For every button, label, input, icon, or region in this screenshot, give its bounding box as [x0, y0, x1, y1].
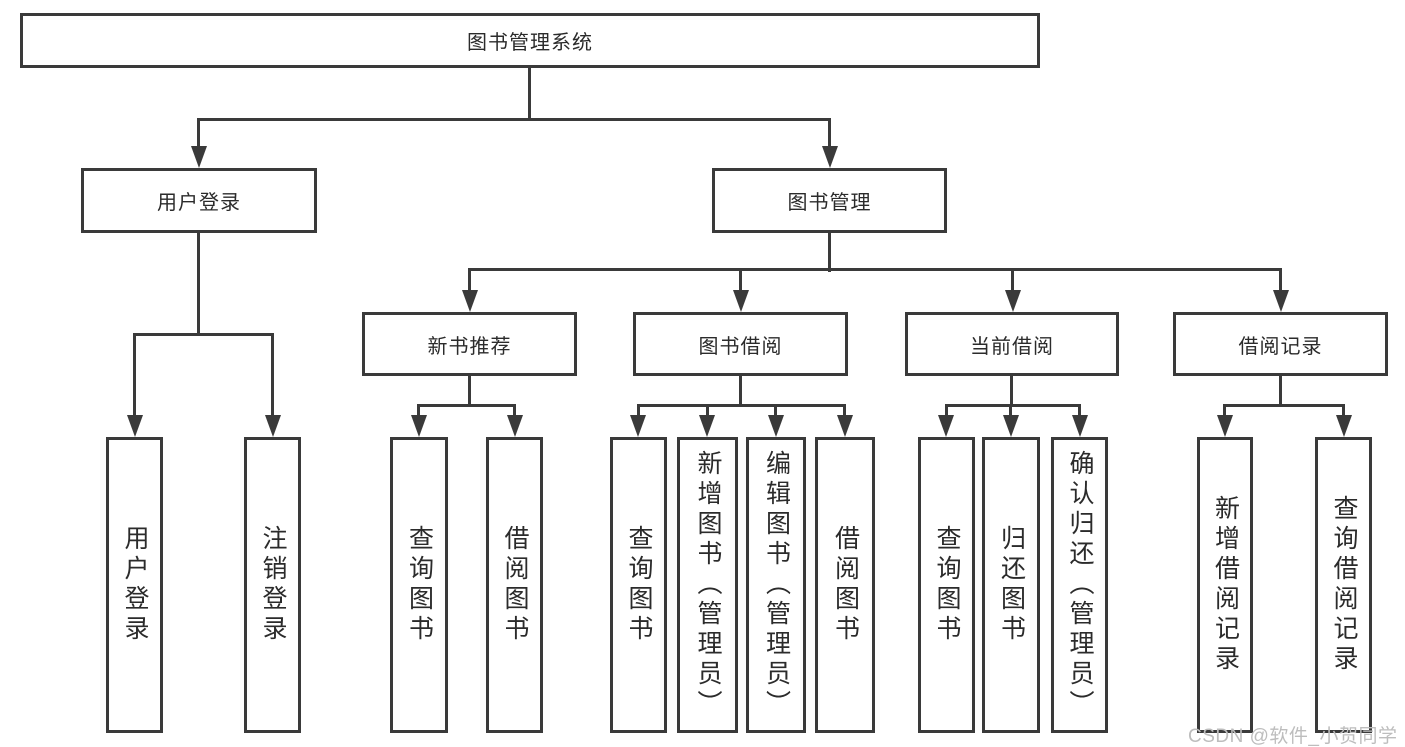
connector-line: [513, 404, 516, 417]
connector-line: [468, 268, 471, 292]
leaf-confirm-return-admin: 确认归还（管理员）: [1051, 437, 1108, 733]
arrow-head: [462, 290, 478, 312]
arrow-head: [127, 415, 143, 437]
leaf-query-books-3: 查询图书: [918, 437, 975, 733]
node-label: 用户登录: [121, 525, 149, 645]
connector-line: [133, 333, 274, 336]
node-user-login-branch: 用户登录: [81, 168, 317, 233]
node-label: 图书借阅: [698, 335, 783, 358]
node-label: 确认归还（管理员）: [1066, 450, 1094, 720]
arrow-head: [1273, 290, 1289, 312]
node-label: 借阅图书: [831, 525, 860, 645]
arrow-head: [699, 415, 715, 437]
connector-line: [1011, 268, 1014, 292]
arrow-head: [837, 415, 853, 437]
connector-line: [637, 404, 640, 417]
leaf-borrow-books-2: 借阅图书: [815, 437, 875, 733]
arrow-head: [265, 415, 281, 437]
node-label: 当前借阅: [970, 335, 1054, 358]
connector-line: [528, 68, 531, 121]
node-label: 注销登录: [259, 525, 287, 645]
connector-line: [1009, 404, 1012, 417]
node-new-book-recommendation: 新书推荐: [362, 312, 577, 376]
arrow-head: [191, 146, 207, 168]
connector-line: [197, 118, 831, 121]
connector-line: [1078, 404, 1081, 417]
arrow-head: [411, 415, 427, 437]
node-label: 图书管理系统: [467, 32, 593, 54]
leaf-borrow-books-1: 借阅图书: [486, 437, 543, 733]
node-label: 新增借阅记录: [1211, 495, 1240, 675]
leaf-logout: 注销登录: [244, 437, 301, 733]
node-label: 图书管理: [787, 192, 872, 214]
node-label: 归还图书: [997, 525, 1026, 645]
arrow-head: [1217, 415, 1233, 437]
node-label: 借阅记录: [1238, 335, 1323, 358]
node-library-management-system: 图书管理系统: [20, 13, 1040, 68]
connector-line: [133, 333, 136, 417]
node-borrowing-records: 借阅记录: [1173, 312, 1388, 376]
connector-line: [843, 404, 846, 417]
connector-line: [945, 404, 948, 417]
node-label: 新增图书（管理员）: [694, 450, 722, 720]
connector-line: [945, 404, 1081, 407]
node-label: 借阅图书: [501, 525, 529, 645]
node-current-borrowing: 当前借阅: [905, 312, 1119, 376]
connector-line: [637, 404, 846, 407]
arrow-head: [630, 415, 646, 437]
node-label: 查询图书: [933, 525, 961, 645]
leaf-user-login: 用户登录: [106, 437, 163, 733]
connector-line: [417, 404, 516, 407]
connector-line: [828, 233, 831, 272]
node-book-management-branch: 图书管理: [712, 168, 947, 233]
connector-line: [1342, 404, 1345, 417]
leaf-return-books: 归还图书: [982, 437, 1040, 733]
arrow-head: [938, 415, 954, 437]
arrow-head: [1072, 415, 1088, 437]
leaf-query-books-1: 查询图书: [390, 437, 448, 733]
connector-line: [1279, 376, 1282, 407]
connector-line: [774, 404, 777, 417]
connector-line: [271, 333, 274, 417]
arrow-head: [822, 146, 838, 168]
connector-line: [417, 404, 420, 417]
csdn-watermark: CSDN @软件_小贺同学: [1188, 726, 1398, 747]
connector-line: [468, 376, 471, 407]
node-book-borrowing: 图书借阅: [633, 312, 848, 376]
arrow-head: [733, 290, 749, 312]
connector-line: [468, 268, 1282, 271]
node-label: 新书推荐: [427, 335, 512, 358]
arrow-head: [1336, 415, 1352, 437]
leaf-edit-books-admin: 编辑图书（管理员）: [746, 437, 806, 733]
connector-line: [828, 118, 831, 150]
connector-line: [1223, 404, 1226, 417]
connector-line: [197, 233, 200, 336]
leaf-add-borrow-record: 新增借阅记录: [1197, 437, 1253, 733]
arrow-head: [507, 415, 523, 437]
leaf-query-borrow-record: 查询借阅记录: [1315, 437, 1372, 733]
node-label: 查询借阅记录: [1330, 495, 1358, 675]
node-label: 编辑图书（管理员）: [762, 450, 791, 720]
connector-line: [706, 404, 709, 417]
connector-line: [739, 268, 742, 292]
arrow-head: [1003, 415, 1019, 437]
connector-line: [197, 118, 200, 150]
connector-line: [1223, 404, 1344, 407]
leaf-add-books-admin: 新增图书（管理员）: [677, 437, 738, 733]
leaf-query-books-2: 查询图书: [610, 437, 667, 733]
connector-line: [1279, 268, 1282, 292]
connector-line: [739, 376, 742, 407]
node-label: 查询图书: [405, 525, 434, 645]
arrow-head: [768, 415, 784, 437]
arrow-head: [1005, 290, 1021, 312]
node-label: 用户登录: [157, 192, 241, 214]
node-label: 查询图书: [625, 525, 653, 645]
connector-line: [1010, 376, 1013, 407]
